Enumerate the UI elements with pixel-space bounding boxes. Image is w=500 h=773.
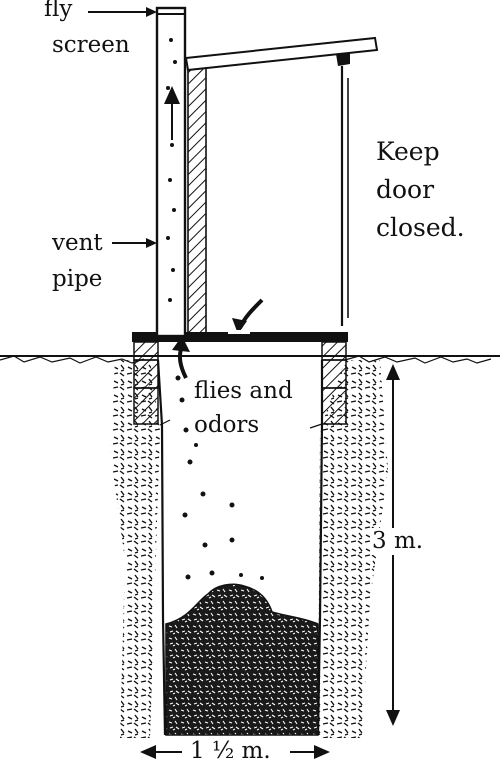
vent-pipe (155, 6, 187, 338)
vent-pipe-label-line2: pipe (52, 266, 103, 292)
shelter (184, 36, 379, 335)
ground-line (0, 355, 500, 364)
vent-pipe-label-line1: vent (52, 230, 103, 256)
flies-odors-label-line2: odors (194, 412, 260, 438)
flies-odors-arrow (172, 336, 190, 379)
fly-screen-label-line1: fly (44, 0, 73, 22)
width-label: 1 ½ m. (188, 738, 273, 765)
latrine-slab (132, 332, 348, 342)
depth-label: 3 m. (370, 528, 426, 555)
squat-hole (228, 298, 264, 334)
fly-dots (175, 375, 264, 580)
flies-odors-label-line1: flies and (194, 378, 293, 404)
waste-heap (165, 583, 319, 736)
pit-soil (110, 360, 388, 738)
keep-door-closed-line3: closed. (376, 213, 465, 242)
pointer-arrows (88, 7, 157, 248)
fly-screen-label-line2: screen (52, 32, 130, 58)
keep-door-closed-line2: door (376, 175, 435, 204)
width-dimension-arrow (140, 745, 330, 759)
upward-airflow-arrow (164, 86, 180, 140)
keep-door-closed-line1: Keep (376, 137, 440, 166)
